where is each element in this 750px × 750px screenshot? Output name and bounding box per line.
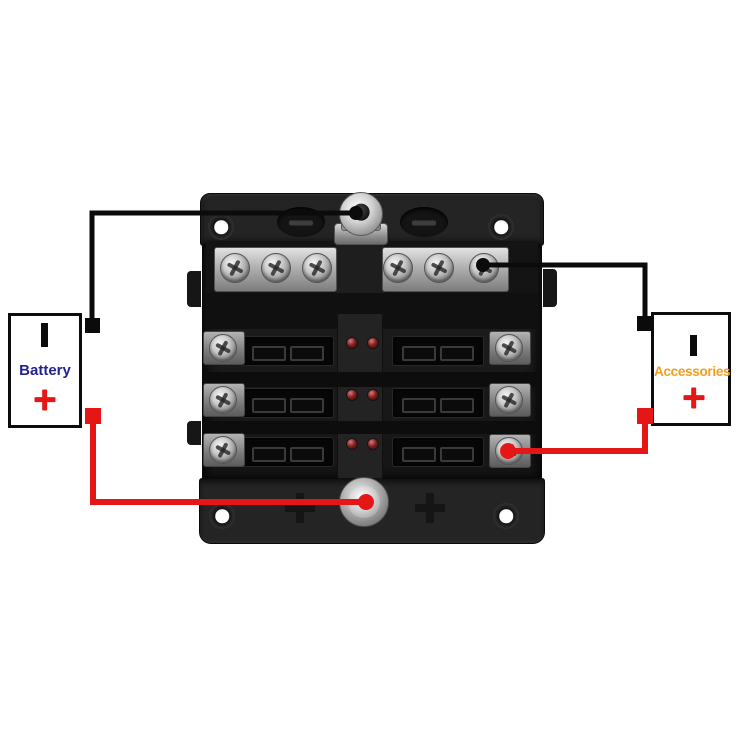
output-screw-6 — [469, 253, 499, 283]
plus-emboss-icon-left — [285, 493, 315, 523]
circuit-screw-left-1 — [209, 334, 237, 362]
led-indicator-4 — [367, 389, 379, 401]
row-divider-2 — [206, 421, 538, 434]
case-tab-right — [543, 269, 557, 307]
minus-bar-icon — [289, 220, 313, 226]
battery-negative-terminal — [85, 318, 100, 333]
fuse-slot-3 — [242, 388, 334, 418]
row-divider-1 — [206, 372, 538, 387]
led-indicator-3 — [346, 389, 358, 401]
circuit-screw-right-3 — [495, 437, 523, 465]
led-indicator-2 — [367, 337, 379, 349]
output-screw-1 — [220, 253, 250, 283]
led-indicator-5 — [346, 438, 358, 450]
mounting-hole-bottom-left — [209, 503, 235, 529]
circuit-screw-right-1 — [495, 334, 523, 362]
fuse-slot-2 — [392, 336, 484, 366]
fuse-slot-6 — [392, 437, 484, 467]
case-tab-left — [187, 271, 201, 307]
fuse-slot-1 — [242, 336, 334, 366]
accessories-box: Accessories — [651, 312, 731, 426]
positive-stud-cap — [348, 486, 380, 518]
circuit-screw-right-2 — [495, 386, 523, 414]
output-screw-3 — [302, 253, 332, 283]
output-screw-4 — [383, 253, 413, 283]
led-indicator-6 — [367, 438, 379, 450]
fuse-slot-5 — [242, 437, 334, 467]
output-screw-2 — [261, 253, 291, 283]
accessories-terminal-bar-icon — [690, 335, 697, 356]
mounting-hole-top-left — [208, 214, 234, 240]
negative-power-stud — [339, 192, 383, 236]
accessories-label: Accessories — [654, 364, 731, 379]
led-indicator-1 — [346, 337, 358, 349]
fuse-block — [187, 192, 557, 545]
circuit-screw-left-2 — [209, 386, 237, 414]
battery-plus-icon — [34, 389, 55, 410]
accessories-plus-icon — [683, 387, 704, 408]
battery-terminal-bar-icon — [41, 323, 48, 347]
minus-emboss-icon-left — [277, 207, 325, 237]
minus-emboss-icon-right — [400, 207, 448, 237]
circuit-screw-left-3 — [209, 436, 237, 464]
battery-positive-terminal — [85, 408, 101, 424]
battery-label: Battery — [19, 362, 71, 379]
output-screw-5 — [424, 253, 454, 283]
battery-box: Battery — [8, 313, 82, 428]
minus-bar-icon — [412, 220, 436, 226]
plus-emboss-icon-right — [415, 493, 445, 523]
mounting-hole-bottom-right — [493, 503, 519, 529]
case-tab-left-lower — [187, 421, 201, 445]
mounting-hole-top-right — [488, 214, 514, 240]
fuse-slot-4 — [392, 388, 484, 418]
